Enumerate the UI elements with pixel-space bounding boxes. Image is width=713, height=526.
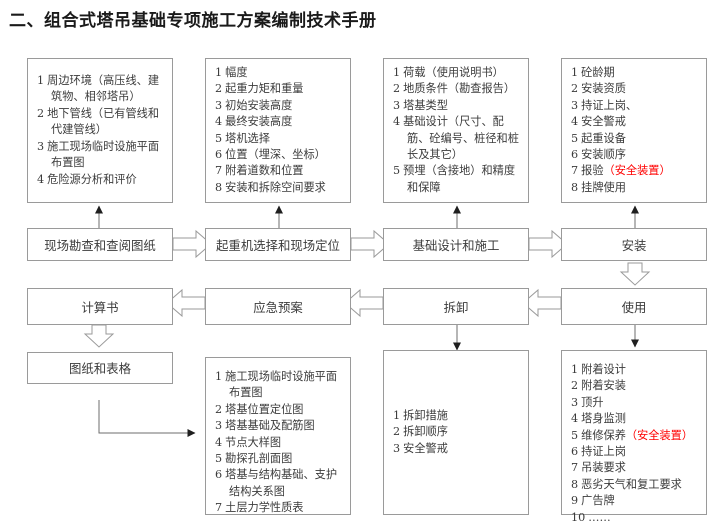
block-arrow-install-to-usage bbox=[619, 262, 651, 286]
process-label: 计算书 bbox=[81, 299, 119, 315]
process-label: 现场勘查和查阅图纸 bbox=[44, 237, 156, 253]
safety-device-note: （安全装置） bbox=[603, 164, 671, 178]
link-drawings-elbow bbox=[98, 400, 196, 437]
list-item: 10…… bbox=[571, 510, 611, 524]
process-label: 使用 bbox=[621, 299, 647, 315]
process-box-foundation[interactable]: 基础设计和施工 bbox=[383, 228, 529, 261]
block-arrow-calc-to-drawings bbox=[83, 324, 115, 348]
process-box-install[interactable]: 安装 bbox=[561, 228, 707, 261]
process-label: 应急预案 bbox=[253, 299, 303, 315]
process-box-usage[interactable]: 使用 bbox=[561, 288, 707, 325]
page-title: 二、组合式塔吊基础专项施工方案编制技术手册 bbox=[9, 11, 377, 31]
process-label: 图纸和表格 bbox=[69, 361, 131, 376]
process-box-dismantle[interactable]: 拆卸 bbox=[383, 288, 529, 325]
process-box-survey[interactable]: 现场勘查和查阅图纸 bbox=[27, 228, 173, 261]
safety-device-note: （安全装置） bbox=[625, 428, 694, 442]
process-label: 基础设计和施工 bbox=[412, 237, 500, 253]
process-box-drawings[interactable]: 图纸和表格 bbox=[27, 352, 173, 384]
process-label: 安装 bbox=[621, 237, 647, 253]
process-box-crane[interactable]: 起重机选择和现场定位 bbox=[205, 228, 351, 261]
process-box-emergency[interactable]: 应急预案 bbox=[205, 288, 351, 325]
process-box-calc[interactable]: 计算书 bbox=[27, 288, 173, 325]
process-label: 起重机选择和现场定位 bbox=[216, 237, 340, 253]
process-label: 拆卸 bbox=[443, 299, 469, 315]
